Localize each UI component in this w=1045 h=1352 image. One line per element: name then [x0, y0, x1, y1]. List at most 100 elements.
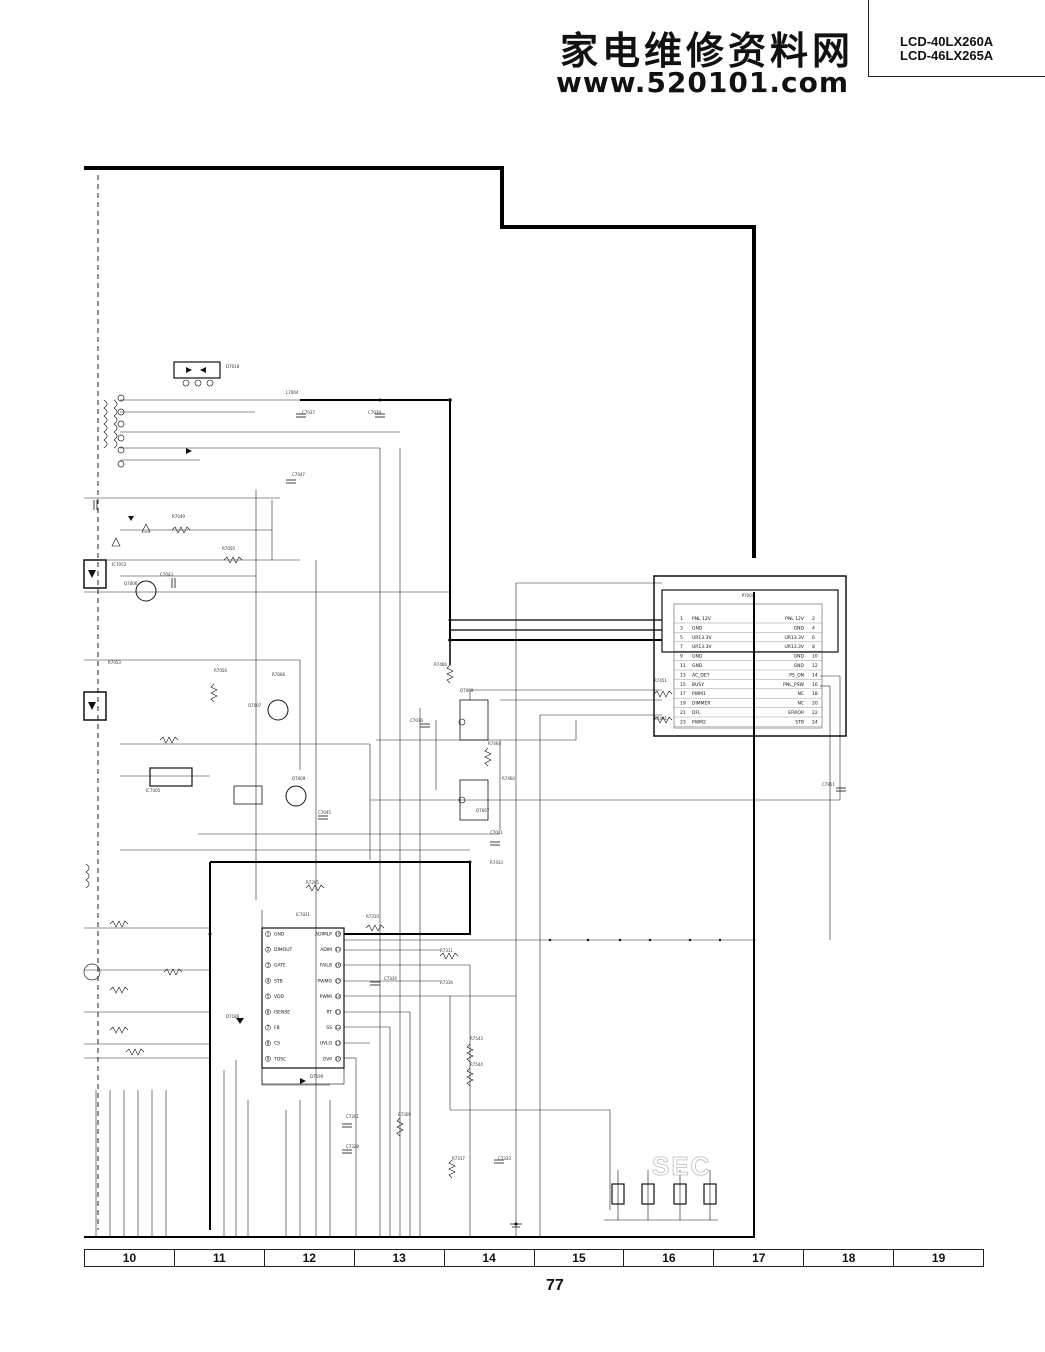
connector-ref: P7004 [742, 593, 755, 598]
ic-pin-label: ADIM [320, 947, 332, 953]
connector-signal: GND [692, 663, 703, 669]
sec-watermark: SEC [652, 1151, 711, 1181]
part-ref-label: R7050 [222, 546, 235, 551]
column-index: 16 [624, 1250, 715, 1266]
connector-signal: GND [692, 625, 703, 631]
ic-pin-number: 2 [267, 947, 270, 953]
ic-pin-label: UVLO [320, 1041, 333, 1047]
connector-pin-number: 16 [812, 682, 818, 688]
part-ref-label: D7190 [310, 1074, 324, 1079]
ic-pin-number: 7 [267, 1025, 270, 1031]
part-ref-label: R7433 [490, 860, 503, 865]
connector-pin-number: 7 [680, 644, 683, 650]
connector-signal: ERROR [788, 710, 804, 716]
ic-pin-label: DIMOUT [274, 947, 293, 953]
part-ref-label: C7037 [302, 410, 315, 415]
ic-pin-number: 14 [335, 994, 341, 1000]
part-ref-label: R7491 [654, 716, 667, 721]
column-index: 12 [265, 1250, 355, 1266]
ic-pin-label: GATE [274, 963, 286, 969]
part-ref-label: R7317 [452, 1156, 465, 1161]
part-ref-label: R7451 [654, 678, 667, 683]
part-ref-label: C7047 [292, 472, 305, 477]
ic-pin-label: SS [326, 1025, 332, 1031]
part-ref-label: C7036 [410, 718, 423, 723]
part-ref-label: Q7007 [248, 703, 262, 708]
connector-pin-number: 6 [812, 635, 815, 641]
ic-pin-number: 9 [267, 1056, 270, 1062]
ic-pin-number: 15 [335, 978, 341, 984]
column-index-bar: 10 11 12 13 14 15 16 17 18 19 [84, 1249, 984, 1267]
site-banner-title: 家电维修资料网 [560, 28, 855, 73]
model-box [868, 0, 1045, 77]
ic-pin-label: GND [274, 932, 285, 938]
ic-pin-number: 5 [267, 994, 270, 1000]
part-ref-label: C7041 [490, 830, 503, 835]
part-ref-label: R7053 [108, 660, 121, 665]
part-ref-label: C7951 [822, 782, 835, 787]
column-index: 19 [931, 1251, 946, 1265]
connector-signal: BUSY [692, 682, 704, 688]
part-ref-label: R7466 [434, 662, 447, 667]
part-ref-label: R7460 [502, 776, 515, 781]
ic-pin-number: 3 [267, 963, 270, 969]
ic-pin-number: 11 [335, 1041, 341, 1047]
connector-signal: NC [797, 691, 804, 697]
connector-pin-number: 14 [812, 672, 818, 678]
connector-signal: DIMMER [692, 701, 711, 707]
part-ref-label: IC7053 [112, 562, 127, 567]
part-ref-label: IC7005 [146, 788, 161, 793]
connector-pin-number: 3 [680, 625, 683, 631]
connector-signal: UR13.3V [692, 635, 712, 641]
column-index: 17 [714, 1250, 805, 1266]
site-banner-url: www.520101.com [556, 66, 849, 99]
part-ref-label: R7464 [488, 741, 501, 746]
column-index: 10 [85, 1250, 175, 1266]
ic-pin-number: 17 [335, 947, 341, 953]
ic-pin-label: VDD [274, 994, 285, 1000]
ic-pin-number: 1 [267, 932, 270, 938]
part-ref-label: D7018 [226, 364, 240, 369]
connector-pin-number: 2 [812, 616, 815, 622]
ic-pin-label: PWMI [320, 994, 332, 1000]
connector-pin-number: 10 [812, 654, 818, 660]
connector-signal: PS_ON [789, 672, 804, 678]
ic-pin-marker [265, 1040, 271, 1047]
ic-pin-label: CS [274, 1041, 280, 1047]
part-ref-label: R7295 [306, 880, 319, 885]
ic-pin-label: FB [274, 1025, 280, 1031]
part-ref-label: R7543 [470, 1036, 483, 1041]
part-ref-label: D7186 [226, 1014, 240, 1019]
ic-pin-label: FAILB [320, 963, 332, 969]
connector-pin-number: 23 [680, 719, 686, 725]
ic-pin-marker [335, 962, 341, 969]
ic-pin-marker [265, 1055, 271, 1062]
ic-pin-marker [335, 1024, 341, 1031]
connector-pin-number: 9 [680, 654, 683, 660]
connector-signal: GND [794, 663, 805, 669]
ic-pin-number: 12 [335, 1025, 341, 1031]
connector-pin-number: 18 [812, 691, 818, 697]
ic-pin-label: OVP [323, 1056, 333, 1062]
part-ref-label: R7068 [272, 672, 285, 677]
ic-pin-number: 16 [335, 963, 341, 969]
ic-pin-number: 10 [335, 1056, 341, 1062]
connector-signal: PNL 12V [785, 616, 805, 622]
part-ref-label: R7544 [470, 1062, 483, 1067]
ic-pin-number: 13 [335, 1010, 341, 1016]
ic-pin-marker [265, 962, 271, 969]
part-ref-label: C7038 [368, 410, 381, 415]
ic-pin-label: PWMO [317, 978, 332, 984]
connector-pin-number: 13 [680, 672, 686, 678]
ic-pin-marker [265, 931, 271, 937]
connector-signal: PNL 12V [692, 616, 712, 622]
ic-pin-marker [265, 946, 271, 953]
ic-pin-marker [335, 1055, 341, 1062]
connector-signal: GND [794, 654, 805, 660]
ic-pin-marker [265, 1009, 271, 1015]
part-ref-label: C7328 [346, 1144, 359, 1149]
part-ref-label: C7043 [160, 572, 173, 577]
column-index: 18 [804, 1250, 895, 1266]
